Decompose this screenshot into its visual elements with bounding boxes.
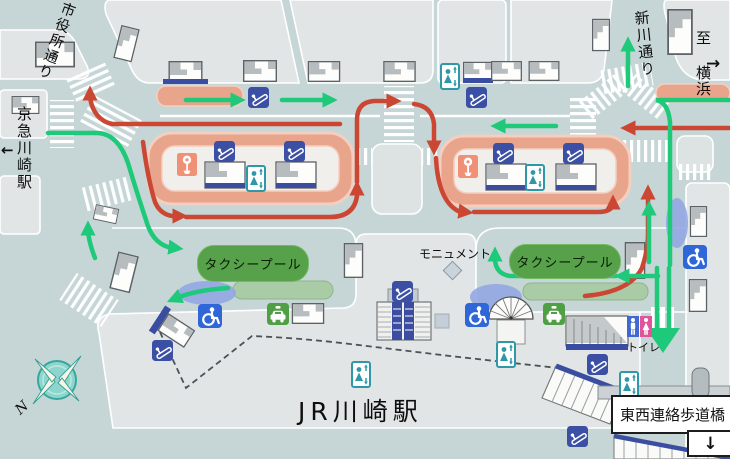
toilet-men-icon bbox=[627, 316, 639, 337]
jr-station-label: JR川崎駅 bbox=[298, 397, 423, 426]
elevator-icon bbox=[351, 361, 371, 388]
monument-marker bbox=[442, 260, 463, 281]
bridge-down-arrow: ↓ bbox=[703, 433, 718, 454]
toilet-label: トイレ bbox=[627, 341, 660, 354]
wheelchair-icon bbox=[465, 303, 489, 327]
keikyu-station-label: 京急川崎駅 bbox=[15, 106, 33, 191]
escalator-icon bbox=[284, 141, 305, 162]
fan-stairs bbox=[488, 296, 534, 345]
taxi-pool-left-label: タクシープール bbox=[204, 258, 302, 273]
yokohama-direction-arrow: → bbox=[706, 54, 721, 74]
elevator-icon bbox=[440, 63, 460, 90]
escalator-icon bbox=[392, 281, 413, 302]
escalator-icon bbox=[248, 87, 269, 108]
grand-stairs-center bbox=[376, 288, 432, 341]
keikyu-direction-arrow: ← bbox=[1, 141, 14, 159]
walking-route-dashed bbox=[159, 331, 559, 390]
taxi-pool-right: タクシープール bbox=[509, 244, 621, 279]
escalator-icon bbox=[567, 426, 588, 447]
elevator-icon bbox=[619, 371, 639, 398]
bus-stop-icon bbox=[177, 153, 197, 176]
taxi-icon bbox=[543, 303, 565, 325]
road-ladder-marks bbox=[651, 307, 674, 329]
escalator-icon bbox=[563, 143, 584, 164]
bus-platforms bbox=[204, 161, 597, 191]
green-flow-arrows bbox=[45, 36, 730, 331]
pedestrian-bridge-label: 東西連絡歩道橋 bbox=[611, 395, 730, 434]
elevator-icon bbox=[496, 341, 516, 368]
escalator-icon bbox=[466, 87, 487, 108]
green-zone-left bbox=[232, 280, 334, 300]
wheelchair-icon bbox=[198, 304, 222, 328]
crosswalks bbox=[50, 61, 712, 328]
taxi-pool-right-label: タクシープール bbox=[516, 256, 614, 271]
pedestrian-bridge-arrow-box: ↓ bbox=[687, 430, 730, 457]
to-yokohama-label: 至 横浜 bbox=[694, 30, 712, 97]
escalator-icon bbox=[587, 354, 608, 375]
plaza-small-structure bbox=[434, 313, 450, 329]
bridge-pillar bbox=[691, 367, 710, 399]
elevator-icon bbox=[525, 164, 545, 191]
curbside-bus-stop-left bbox=[156, 85, 244, 107]
buildings bbox=[11, 9, 708, 349]
monument-label: モニュメント bbox=[419, 247, 492, 261]
bus-stop-icon bbox=[458, 155, 478, 178]
toilet-women-icon bbox=[640, 316, 652, 337]
elevator-icon bbox=[246, 165, 266, 192]
toilet-stairs bbox=[565, 315, 629, 350]
escalator-icon bbox=[152, 340, 173, 361]
big-green-arrowhead bbox=[646, 328, 680, 353]
wheelchair-icon bbox=[683, 245, 707, 269]
taxi-pool-left: タクシープール bbox=[197, 245, 309, 282]
escalator-icon bbox=[214, 141, 235, 162]
escalator-icon bbox=[493, 143, 514, 164]
compass-rose bbox=[32, 355, 82, 405]
pedestrian-bridge-text: 東西連絡歩道橋 bbox=[619, 406, 725, 424]
taxi-icon bbox=[267, 303, 289, 325]
